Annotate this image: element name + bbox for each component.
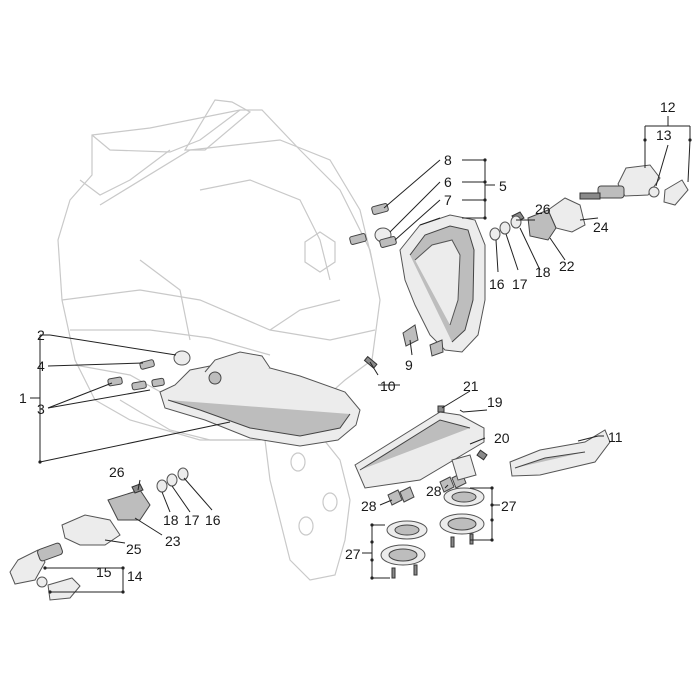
callout-6: 6 <box>444 174 452 190</box>
callout-27-left: 27 <box>345 546 361 562</box>
callout-24: 24 <box>593 219 609 235</box>
turn-signal-right <box>579 164 689 206</box>
callout-25: 25 <box>126 541 142 557</box>
logo-hexagon <box>304 231 336 273</box>
callout-9: 9 <box>405 357 413 373</box>
washers-16-17-18 <box>489 215 522 241</box>
leader-lines <box>30 116 692 594</box>
callout-17-left: 17 <box>184 512 200 528</box>
callout-18-left: 18 <box>163 512 179 528</box>
plate-light-cover <box>354 405 488 489</box>
callout-14: 14 <box>127 568 143 584</box>
callout-16-left: 16 <box>205 512 221 528</box>
callout-18-right: 18 <box>535 264 551 280</box>
washers-left-16-17-18 <box>156 467 189 493</box>
turn-signal-left <box>9 542 81 601</box>
callout-23: 23 <box>165 533 181 549</box>
callout-2: 2 <box>37 327 45 343</box>
callout-4: 4 <box>37 358 45 374</box>
callout-28-right: 28 <box>426 483 442 499</box>
callout-22: 22 <box>559 258 575 274</box>
callout-15: 15 <box>96 564 112 580</box>
tail-light-lens <box>159 351 361 447</box>
callout-10: 10 <box>380 378 396 394</box>
callout-13: 13 <box>656 127 672 143</box>
callout-8: 8 <box>444 152 452 168</box>
callout-3: 3 <box>37 401 45 417</box>
callout-1: 1 <box>19 390 27 406</box>
rear-body-outline <box>57 99 381 581</box>
rear-light-housing <box>399 214 486 353</box>
clip-9 <box>402 324 444 357</box>
lamp-holders-27-28 <box>380 454 485 579</box>
callout-7: 7 <box>444 192 452 208</box>
callout-17-right: 17 <box>512 276 528 292</box>
callout-28-left: 28 <box>361 498 377 514</box>
bulb-2 <box>173 350 191 366</box>
callout-21: 21 <box>463 378 479 394</box>
callout-20: 20 <box>494 430 510 446</box>
callout-26-right: 26 <box>535 201 551 217</box>
callout-16-right: 16 <box>489 276 505 292</box>
callout-12: 12 <box>660 99 676 115</box>
callout-labels: 1 2 3 4 5 6 7 8 9 10 11 12 13 14 15 16 1… <box>19 99 676 584</box>
screws-6-7-8 <box>349 203 397 248</box>
callout-19: 19 <box>487 394 503 410</box>
callout-26-left: 26 <box>109 464 125 480</box>
callout-27-right: 27 <box>501 498 517 514</box>
plate-light-lens-11 <box>509 429 611 477</box>
bracket-23-25 <box>61 483 151 546</box>
callout-11: 11 <box>608 429 623 445</box>
callout-5: 5 <box>499 178 507 194</box>
